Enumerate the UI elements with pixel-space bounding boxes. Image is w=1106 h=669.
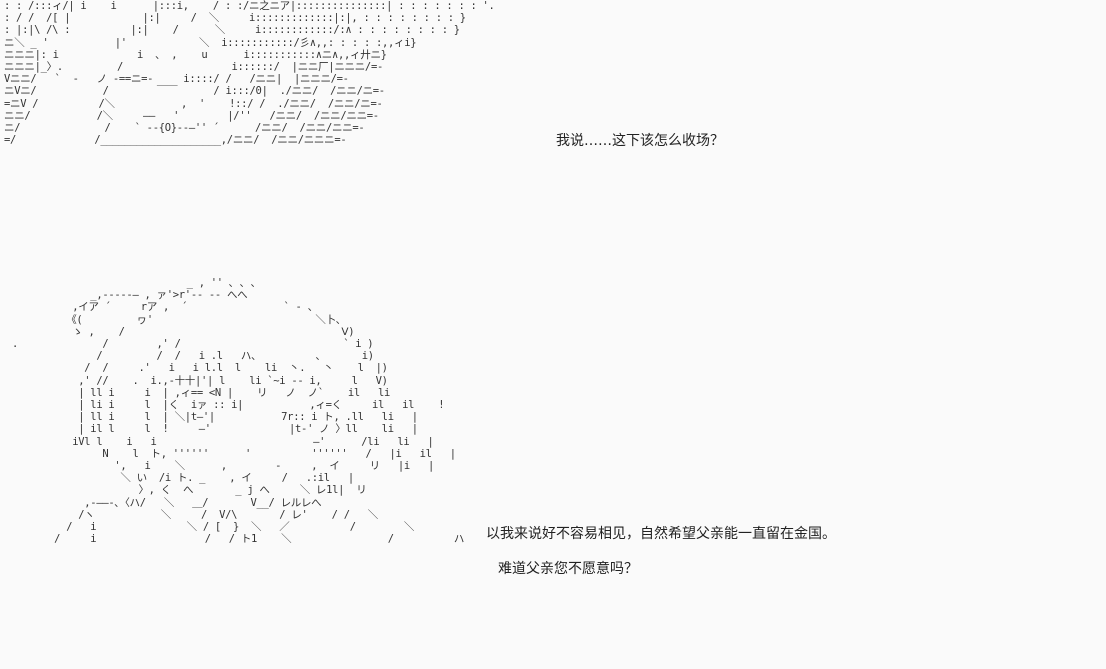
ascii-art-upper-figure: : : /:::ィ/| i i |:::i, / : :/ニ之ニア|::::::… bbox=[4, 0, 495, 147]
dialogue-line-2: 以我来说好不容易相见，自然希望父亲能一直留在金国。 bbox=[486, 526, 836, 542]
ascii-art-lower-figure: _ , '' ､ ､ ､ _,-----― , ァ'>r'-- -- へへ ,イ… bbox=[12, 277, 465, 546]
dialogue-line-3: 难道父亲您不愿意吗？ bbox=[498, 561, 638, 577]
dialogue-line-1: 我说……这下该怎么收场？ bbox=[556, 133, 724, 149]
